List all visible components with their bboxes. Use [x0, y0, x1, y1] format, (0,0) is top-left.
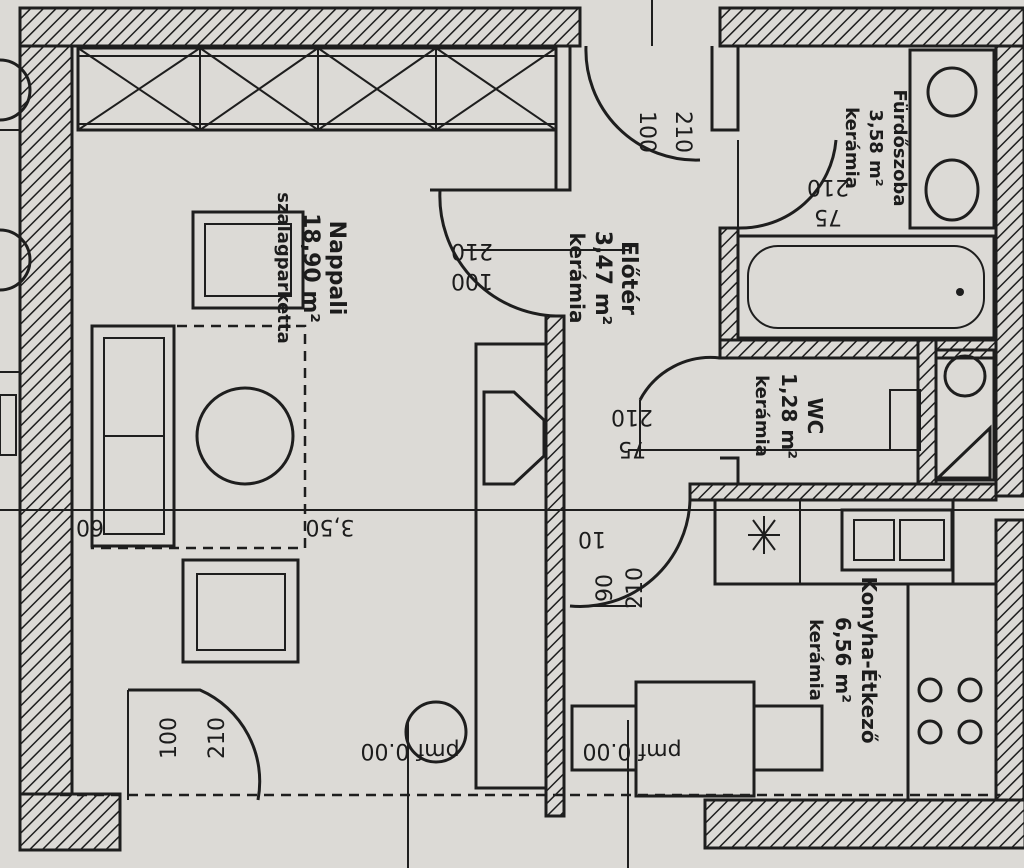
wc-name: WC: [803, 398, 827, 435]
wc-door-dims: 210 75: [611, 404, 653, 461]
hall-name: Előtér: [616, 241, 641, 315]
hall-right-door-value: 10: [578, 526, 606, 551]
living-door-width: 100: [451, 268, 493, 293]
wc-label: WC 1,28 m² kerámia: [751, 373, 827, 459]
wc-toilet: [889, 348, 996, 482]
kitchen-door: [569, 499, 692, 608]
living-door-dims: 210 100: [451, 238, 493, 293]
kitchen-level-value: pmf 0.00: [582, 738, 681, 763]
kitchen-area: 6,56 m²: [831, 617, 855, 703]
wardrobe: [76, 46, 558, 132]
living-left-value: 60: [76, 514, 104, 539]
hall-area: 3,47 m²: [590, 231, 615, 326]
bathroom-label: Fürdőszoba 3,58 m² kerámia: [841, 90, 910, 207]
exterior-walls: [18, 6, 1024, 852]
kitchen-door-width: 90: [593, 574, 618, 602]
living-door: [438, 189, 557, 318]
kitchen-door-height: 210: [623, 567, 648, 609]
entrance-door: [127, 688, 262, 801]
bath-door-dims: 210 75: [807, 174, 849, 229]
bath-door: [737, 139, 838, 230]
bath-door-height: 210: [807, 174, 849, 199]
left-dimension: 60: [76, 514, 104, 539]
armchair-top: [191, 210, 305, 310]
bathroom-name: Fürdőszoba: [889, 90, 910, 207]
armchair-bottom: [181, 558, 300, 664]
kitchen-name: Konyha-Étkező: [857, 576, 881, 743]
tv-cabinet: [474, 342, 548, 790]
entrance-door-width: 100: [157, 717, 182, 759]
top-door: [584, 45, 701, 162]
bath-door-width: 75: [814, 204, 842, 229]
entrance-door-height: 210: [205, 717, 230, 759]
living-room-label: Nappali 18,90 m² szalagparketta: [273, 192, 349, 344]
hall-label: Előtér 3,47 m² kerámia: [565, 231, 641, 326]
top-door-width: 100: [634, 111, 659, 153]
living-room-area: 18,90 m²: [298, 213, 323, 323]
kitchen-counter: [713, 498, 998, 802]
kitchen-door-dims: 90 210: [593, 567, 648, 609]
dining-table: [570, 680, 824, 798]
living-level: pmf 0.00: [360, 738, 459, 763]
bath-washbasin: [908, 48, 996, 230]
kitchen-floor: kerámia: [805, 619, 826, 701]
neighbour-fixtures: [0, 58, 32, 456]
sofa: [90, 324, 176, 548]
wc-area: 1,28 m²: [777, 373, 801, 459]
top-door-dims: 100 210: [634, 111, 695, 153]
wc-floor: kerámia: [751, 375, 772, 457]
living-door-height: 210: [451, 238, 493, 263]
bathtub: [736, 234, 996, 340]
bathroom-area: 3,58 m²: [865, 109, 886, 186]
hall-right-door-dims: 10: [578, 526, 606, 551]
kitchen-label: Konyha-Étkező 6,56 m² kerámia: [805, 576, 881, 743]
hall-floor: kerámia: [565, 233, 589, 324]
living-level-value: pmf 0.00: [360, 738, 459, 763]
entrance-door-dims: 100 210: [157, 717, 230, 759]
width-dimension: 3,50: [306, 514, 355, 539]
wc-door: [638, 355, 721, 458]
wc-door-height: 210: [611, 404, 653, 429]
living-room-floor: szalagparketta: [273, 192, 294, 344]
wc-door-width: 75: [618, 436, 646, 461]
round-table: [195, 386, 295, 486]
bathroom-floor: kerámia: [841, 107, 862, 189]
living-width-value: 3,50: [306, 514, 355, 539]
top-door-height: 210: [670, 111, 695, 153]
living-room-name: Nappali: [324, 221, 349, 316]
kitchen-level: pmf 0.00: [582, 738, 681, 763]
